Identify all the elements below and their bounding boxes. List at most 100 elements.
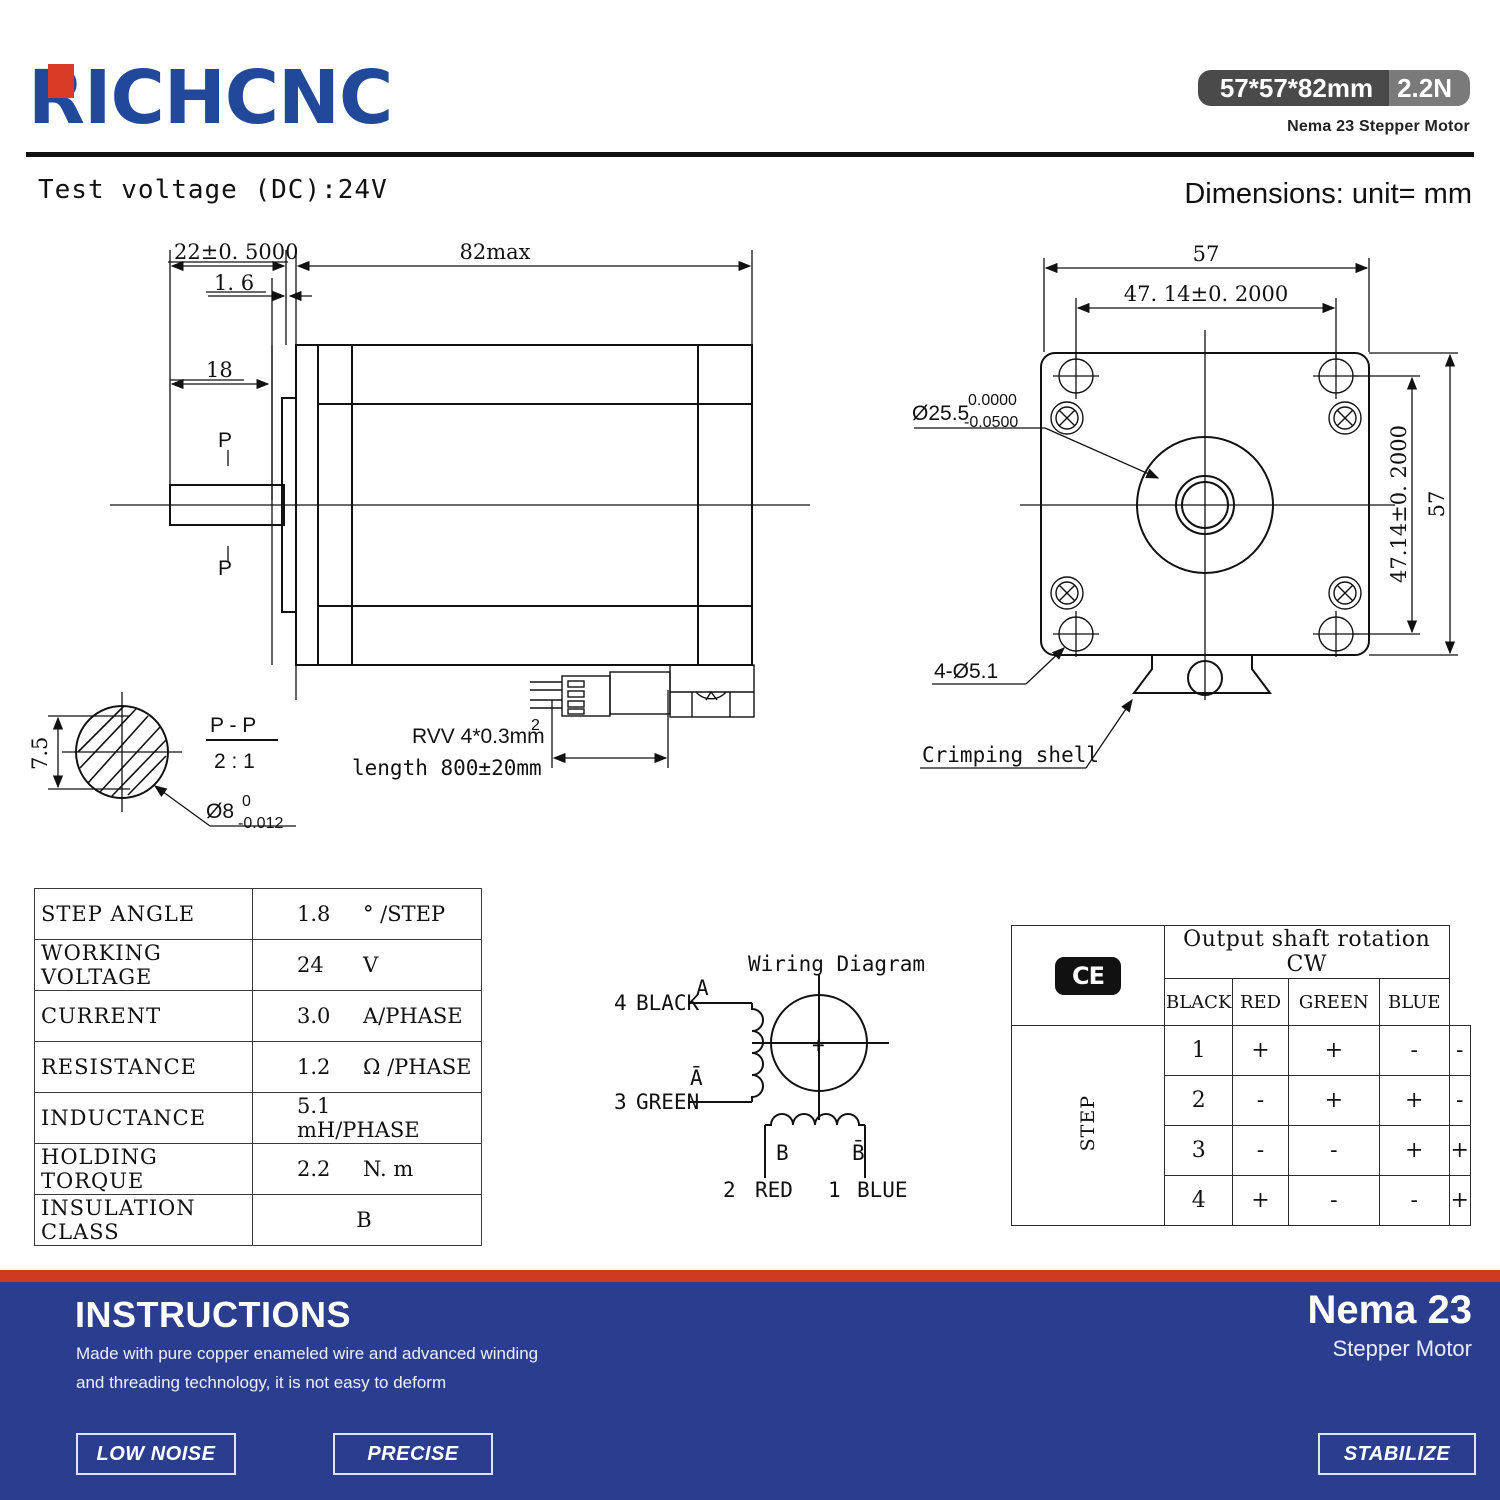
spec-value-cell: 1.2 Ω /PHASE: [252, 1041, 482, 1093]
col-header-black: BLACK: [1163, 978, 1234, 1026]
dim-bolt-pitch-h: 47. 14±0. 2000: [1124, 282, 1289, 306]
spec-key: STEP ANGLE: [34, 888, 253, 940]
rotation-truth-table: CE Output shaft rotation CW BLACK RED GR…: [1011, 925, 1472, 1226]
spec-unit: Ω /PHASE: [363, 1055, 472, 1079]
step-number: 4: [1163, 1175, 1234, 1226]
dim-holes: 4-Ø5.1: [934, 660, 998, 683]
col-header-red: RED: [1232, 978, 1289, 1026]
cell-value: -: [1448, 1075, 1472, 1126]
cell-value: -: [1448, 1025, 1472, 1076]
table-row: BLACK RED GREEN BLUE: [1012, 978, 1471, 1026]
col-header-green: GREEN: [1287, 978, 1381, 1026]
table-row: CURRENT 3.0 A/PHASE: [34, 990, 482, 1042]
spec-value: 2.2: [297, 1157, 331, 1181]
spec-unit: mH/PHASE: [297, 1118, 420, 1142]
table-row: STEP ANGLE 1.8 ° /STEP: [34, 888, 482, 940]
instructions-line1: Made with pure copper enameled wire and …: [76, 1344, 539, 1363]
section-dia: Ø8: [206, 800, 234, 823]
cell-value: +: [1448, 1125, 1472, 1176]
step-number: 3: [1163, 1125, 1234, 1176]
spec-unit: N. m: [363, 1157, 414, 1181]
spec-key: INSULATION CLASS: [34, 1194, 253, 1246]
spec-value-cell: 2.2 N. m: [252, 1143, 482, 1195]
cable-spec-text: RVV 4*0.3mm: [412, 725, 545, 748]
rotation-title: Output shaft rotation CW: [1164, 925, 1450, 979]
spec-value: 1.8: [297, 902, 331, 926]
badge-size-label: 57*57*82mm: [1197, 70, 1390, 106]
table-row: 4 + - - +: [1012, 1175, 1472, 1226]
dim-length-text: 82max: [460, 240, 531, 264]
logo-red-accent: [48, 64, 74, 98]
spec-key: CURRENT: [34, 990, 253, 1042]
pin2-color: RED: [755, 1178, 793, 1202]
step-axis-label: STEP: [1077, 1094, 1099, 1152]
cell-value: -: [1379, 1175, 1450, 1226]
dim-boss-dia: Ø25.5: [912, 402, 969, 425]
logo-wordmark: RICHCNC: [28, 55, 393, 141]
cell-value: +: [1379, 1125, 1450, 1176]
feature-chip-stabilize: STABILIZE: [1318, 1433, 1476, 1475]
footer-product-subtitle: Stepper Motor: [1332, 1336, 1472, 1361]
spec-unit: V: [363, 953, 379, 977]
section-title: P - P: [210, 714, 256, 737]
pin3-color: GREEN: [636, 1090, 699, 1114]
dimensions-unit-label: Dimensions: unit= mm: [1184, 178, 1472, 210]
spec-unit: ° /STEP: [363, 902, 446, 926]
spec-unit: A/PHASE: [363, 1004, 463, 1028]
spec-value: 1.2: [297, 1055, 331, 1079]
section-tol-upper: 0: [242, 793, 251, 810]
table-row: HOLDING TORQUE 2.2 N. m: [34, 1143, 482, 1195]
dim-boss-tol-upper: 0.0000: [968, 392, 1017, 409]
side-view-drawing: 22±0. 5000 1. 6 82max 18: [110, 240, 810, 780]
pin4-color: BLACK: [636, 991, 700, 1015]
section-mark-p-bottom: P: [218, 557, 232, 580]
cell-value: +: [1287, 1075, 1381, 1126]
spec-value: 5.1: [297, 1094, 331, 1118]
brand-logo: RICHCNC: [28, 58, 648, 138]
dim-width-57: 57: [1193, 242, 1220, 266]
table-row: INSULATION CLASS B: [34, 1194, 482, 1246]
ce-mark-cell: CE: [1011, 925, 1165, 1026]
feature-chip-low-noise: LOW NOISE: [76, 1433, 236, 1475]
spec-value-cell: 3.0 A/PHASE: [252, 990, 482, 1042]
spec-value-cell: B: [252, 1194, 482, 1246]
cell-value: +: [1232, 1175, 1289, 1226]
spec-value-cell: 1.8 ° /STEP: [252, 888, 482, 940]
spec-value: 24: [297, 953, 324, 977]
table-row: STEP 1 + + - -: [1011, 1025, 1472, 1226]
header-divider: [26, 152, 1474, 157]
cell-value: -: [1287, 1175, 1381, 1226]
product-size-badge: 57*57*82mm 2.2N: [1197, 70, 1470, 106]
cell-value: +: [1448, 1175, 1472, 1226]
label-crimping-shell: Crimping shell: [922, 743, 1099, 767]
table-row: CE Output shaft rotation CW: [1011, 925, 1471, 1026]
cell-value: +: [1232, 1025, 1289, 1076]
spec-key: INDUCTANCE: [34, 1092, 253, 1144]
step-number: 2: [1163, 1075, 1234, 1126]
section-flat-dim: 7.5: [28, 737, 52, 770]
cell-value: -: [1379, 1025, 1450, 1076]
cell-value: -: [1287, 1125, 1381, 1176]
dim-boss-tol-lower: -0.0500: [964, 414, 1018, 431]
step-axis-cell: STEP: [1011, 1025, 1165, 1226]
cell-value: -: [1232, 1125, 1289, 1176]
col-header-blue: BLUE: [1379, 978, 1450, 1026]
dim-bolt-pitch-v: 47.14±0. 2000: [1387, 425, 1411, 583]
dim-shaft-text: 18: [206, 358, 233, 382]
coil-abar-label: Ā: [690, 1066, 703, 1090]
wiring-diagram-drawing: Wiring Diagram + A Ā 4 BLACK 3 GREEN: [614, 952, 925, 1202]
spec-value-cell: 5.1mH/PHASE: [252, 1092, 482, 1144]
spec-key: HOLDING TORQUE: [34, 1143, 253, 1195]
spec-value-cell: 24 V: [252, 939, 482, 991]
spec-key: WORKING VOLTAGE: [34, 939, 253, 991]
wiring-title: Wiring Diagram: [748, 952, 925, 976]
badge-subtitle: Nema 23 Stepper Motor: [1287, 118, 1470, 135]
footer-blue-panel: [0, 1282, 1500, 1500]
spec-value: 3.0: [297, 1004, 331, 1028]
rotor-plus: +: [812, 1033, 825, 1057]
feature-chip-precise: PRECISE: [333, 1433, 493, 1475]
pin2-label: 2: [723, 1178, 736, 1202]
pin1-color: BLUE: [857, 1178, 908, 1202]
